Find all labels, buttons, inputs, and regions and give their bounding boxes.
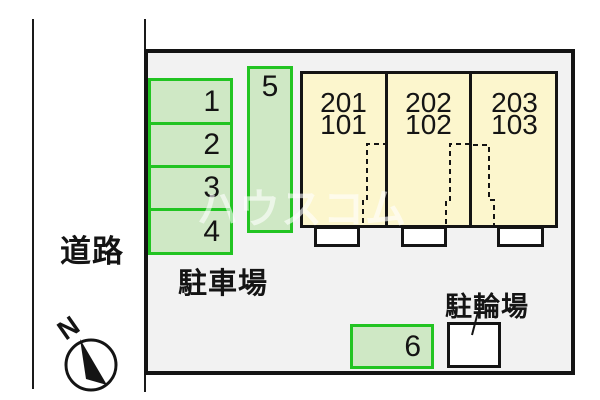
parking-space-5: 5 (247, 66, 293, 233)
parking-space-4: 4 (148, 208, 233, 255)
unit-3-lower-number: 103 (491, 109, 538, 140)
unit-1-lower-number: 101 (320, 109, 367, 140)
bicycle-parking-box (447, 322, 501, 368)
parking-space-3-number: 3 (203, 171, 220, 204)
parking-space-4-number: 4 (203, 214, 220, 248)
building-unit-2-label: 202 102 (387, 87, 470, 140)
unit-2-lower-number: 102 (405, 109, 452, 140)
building-unit-3-label: 203 103 (471, 87, 558, 140)
compass-icon (64, 338, 118, 392)
unit-2-upper-number: 202 (405, 87, 452, 118)
entrance-porch-3 (497, 226, 544, 247)
parking-lot-label: 駐車場 (178, 268, 269, 300)
compass-north-label: N (51, 310, 86, 346)
road-label: 道路 (60, 234, 124, 269)
parking-space-1: 1 (148, 78, 233, 125)
parking-space-2: 2 (148, 122, 233, 168)
unit-1-upper-number: 201 (320, 87, 367, 118)
unit-3-upper-number: 203 (491, 87, 538, 118)
parking-space-6: 6 (350, 324, 434, 369)
bicycle-parking-label: 駐輪場 (445, 292, 529, 322)
watermark: ハウスコム (197, 186, 407, 232)
entrance-porch-1 (314, 226, 360, 247)
compass-needle (80, 339, 107, 385)
unit-divider-2 (469, 71, 472, 228)
road-edge-line-left (32, 19, 34, 389)
parking-space-2-number: 2 (203, 128, 220, 161)
parking-space-5-number: 5 (261, 70, 279, 103)
building (300, 71, 558, 228)
compass-circle (64, 338, 118, 392)
building-unit-1-label: 201 101 (300, 87, 387, 140)
parking-space-1-number: 1 (203, 84, 220, 118)
entrance-porch-2 (401, 226, 447, 247)
parking-space-6-number: 6 (404, 329, 421, 363)
